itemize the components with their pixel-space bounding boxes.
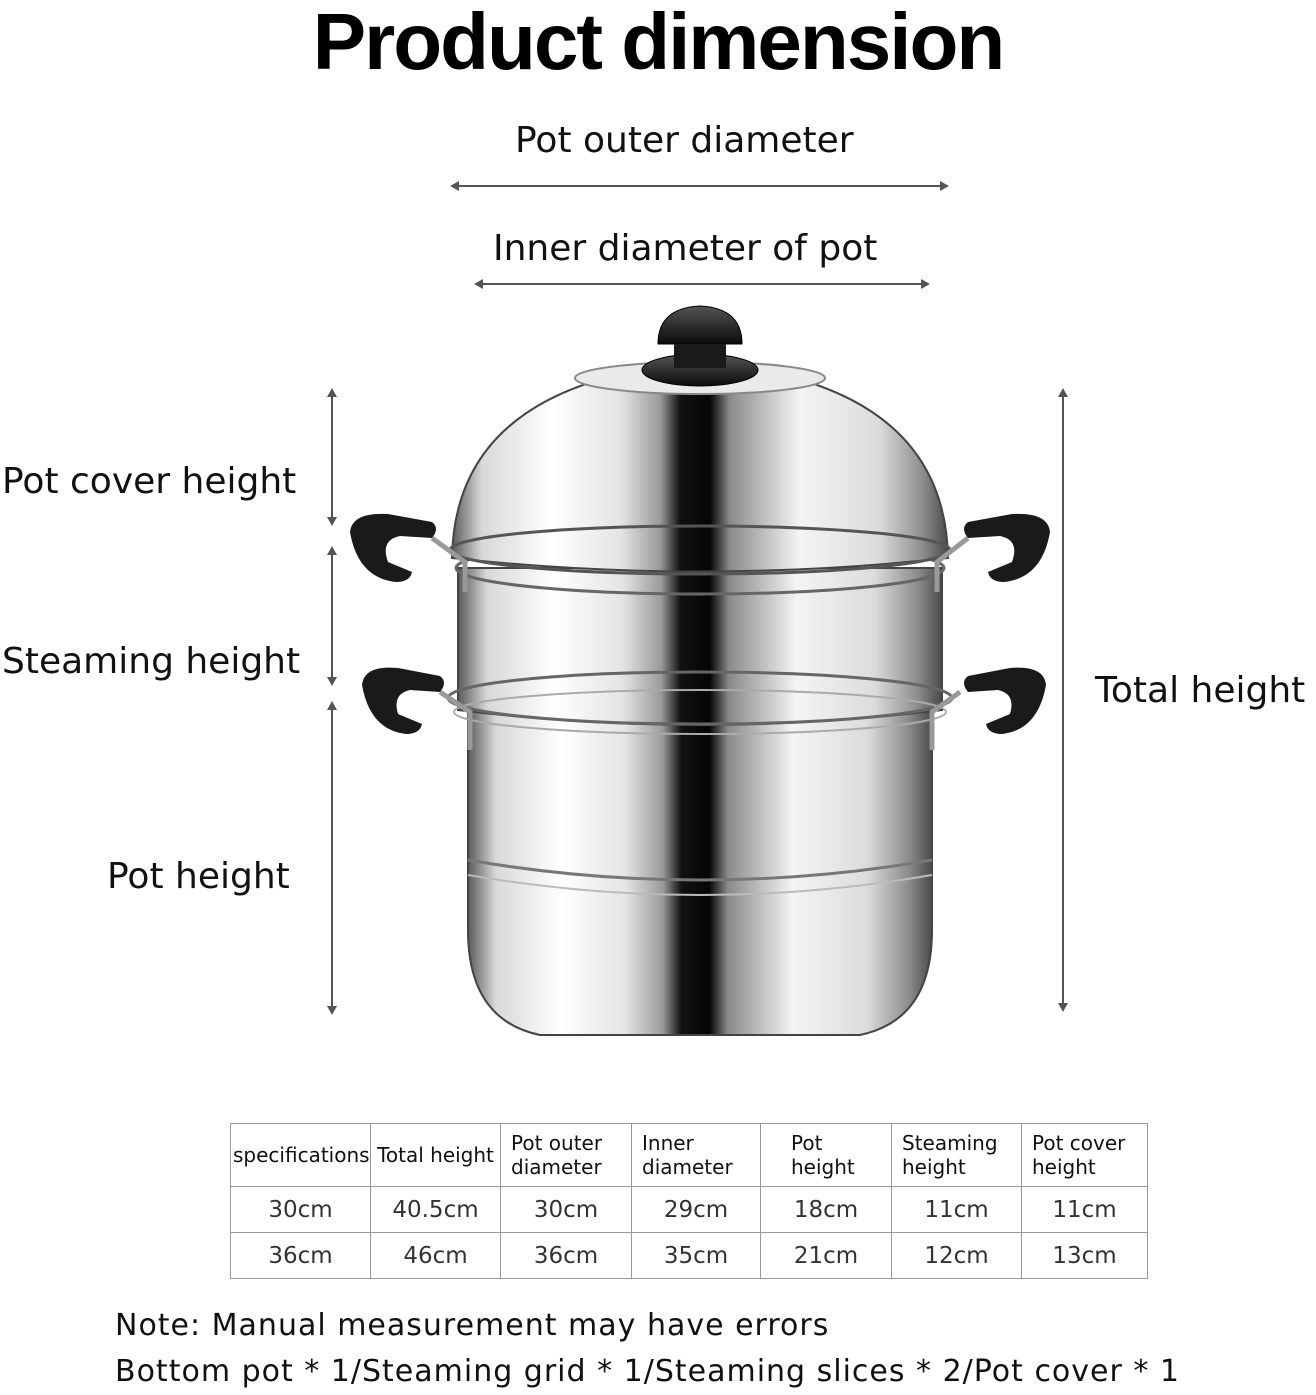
steaming-height-label: Steaming height <box>2 641 301 682</box>
page-title: Product dimension <box>312 0 1006 86</box>
total-height-label: Total height <box>1095 670 1306 711</box>
specifications-table: specifications Total height Pot outer di… <box>230 1123 1148 1279</box>
table-header-cell: Total height <box>370 1123 501 1187</box>
table-cell: 13cm <box>1021 1232 1148 1279</box>
table-cell: 11cm <box>1021 1186 1148 1233</box>
pot-lid <box>448 360 952 576</box>
steamer-pot-illustration <box>350 305 1050 1036</box>
package-contents-note: Bottom pot * 1/Steaming grid * 1/Steamin… <box>115 1354 1180 1389</box>
table-header-row: specifications Total height Pot outer di… <box>230 1123 1148 1187</box>
table-header-cell: specifications <box>230 1123 371 1187</box>
table-header-cell: Pot outer diameter <box>500 1123 632 1187</box>
upper-handles <box>350 513 1050 592</box>
table-header-cell: Steaming height <box>891 1123 1022 1187</box>
inner-diameter-label: Inner diameter of pot <box>493 228 878 269</box>
table-header-cell: Pot cover height <box>1021 1123 1148 1187</box>
total-height-arrow <box>1058 388 1068 1012</box>
pot-height-label: Pot height <box>107 856 290 897</box>
inner-diameter-arrow <box>474 279 930 289</box>
table-row: 30cm 40.5cm 30cm 29cm 18cm 11cm 11cm <box>230 1186 1148 1233</box>
lid-knob <box>641 305 759 387</box>
cover-height-arrow <box>327 388 337 526</box>
table-cell: 18cm <box>760 1186 892 1233</box>
table-cell: 40.5cm <box>370 1186 501 1233</box>
table-cell: 46cm <box>370 1232 501 1279</box>
table-cell: 30cm <box>230 1186 371 1233</box>
table-cell: 30cm <box>500 1186 632 1233</box>
table-cell: 35cm <box>631 1232 761 1279</box>
bottom-pot <box>467 699 933 1036</box>
table-header-cell: Pot height <box>760 1123 892 1187</box>
outer-diameter-arrow <box>450 181 949 191</box>
table-header-cell: Inner diameter <box>631 1123 761 1187</box>
steaming-height-arrow <box>327 546 337 686</box>
table-cell: 29cm <box>631 1186 761 1233</box>
pot-height-arrow <box>327 701 337 1015</box>
table-cell: 36cm <box>230 1232 371 1279</box>
table-cell: 11cm <box>891 1186 1022 1233</box>
steaming-tier <box>446 540 954 735</box>
table-cell: 12cm <box>891 1232 1022 1279</box>
table-cell: 36cm <box>500 1232 632 1279</box>
pot-outer-diameter-label: Pot outer diameter <box>515 120 854 161</box>
measurement-note: Note: Manual measurement may have errors <box>115 1308 830 1343</box>
table-cell: 21cm <box>760 1232 892 1279</box>
table-row: 36cm 46cm 36cm 35cm 21cm 12cm 13cm <box>230 1232 1148 1279</box>
lower-handles <box>362 667 1046 750</box>
pot-cover-height-label: Pot cover height <box>2 461 297 502</box>
